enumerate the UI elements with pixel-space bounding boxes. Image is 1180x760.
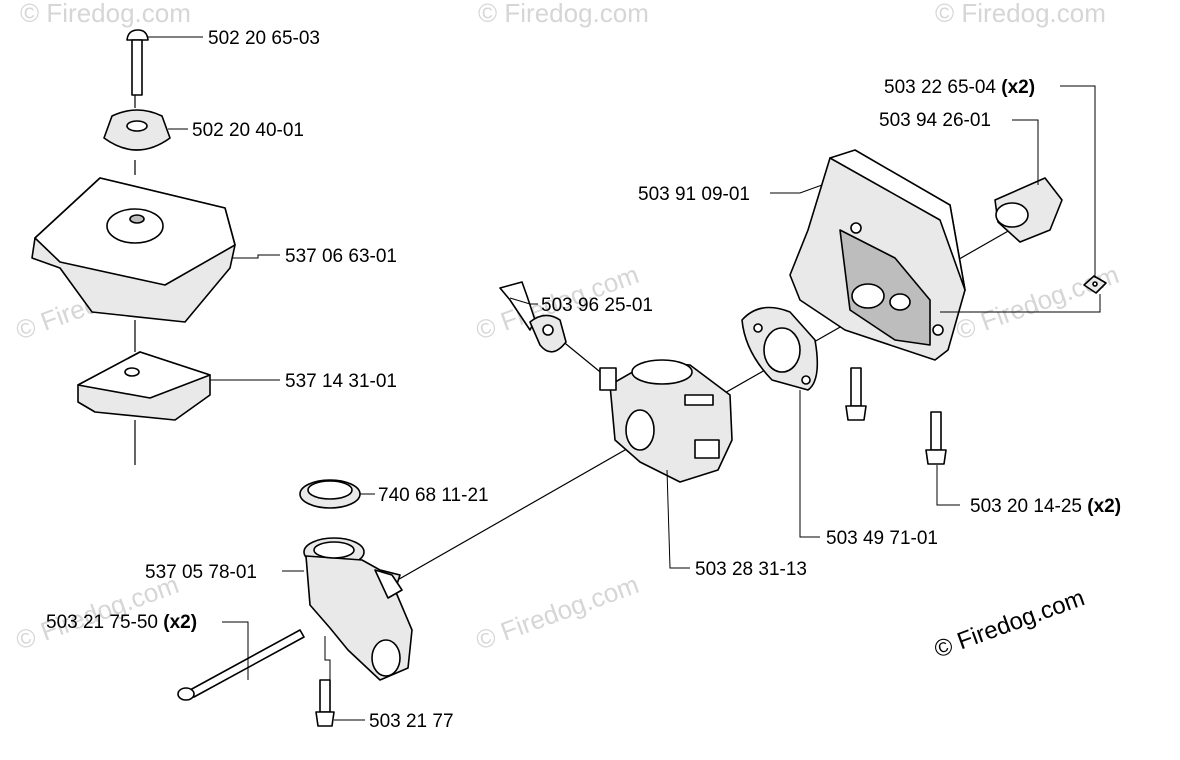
- part-quantity: (x2): [1087, 496, 1121, 517]
- part-number: 537 06 63-01: [285, 246, 397, 267]
- carburetor-icon: [599, 359, 733, 483]
- part-number: 537 05 78-01: [145, 562, 257, 583]
- part-label[interactable]: 740 68 11-21: [378, 485, 489, 506]
- part-number: 502 20 40-01: [192, 120, 304, 141]
- copyright-text: © Firedog.com: [931, 584, 1088, 663]
- part-label[interactable]: 503 91 09-01: [638, 184, 750, 205]
- part-number: 740 68 11-21: [378, 485, 489, 506]
- gasket-icon: [741, 306, 819, 391]
- part-label[interactable]: 537 05 78-01: [145, 562, 257, 583]
- part-label[interactable]: 503 49 71-01: [826, 528, 938, 549]
- part-number: 502 20 65-03: [208, 28, 320, 49]
- knob-nut-icon: [103, 109, 171, 151]
- part-label[interactable]: 502 20 65-03: [208, 28, 320, 49]
- intake-manifold-icon: [303, 537, 413, 681]
- part-label[interactable]: 503 21 77: [369, 711, 454, 732]
- part-number: 503 91 09-01: [638, 184, 750, 205]
- watermark: © Firedog.com: [952, 259, 1123, 346]
- air-filter-housing-icon: [789, 149, 966, 361]
- part-number: 503 22 65-04: [884, 77, 996, 98]
- o-ring-icon: [299, 479, 361, 509]
- watermark: © Firedog.com: [472, 569, 643, 656]
- part-quantity: (x2): [163, 612, 197, 633]
- screw-icon: [126, 29, 149, 96]
- long-bolt-icon: [177, 629, 305, 701]
- part-number: 503 28 31-13: [695, 559, 807, 580]
- part-labels: 502 20 65-03 502 20 40-01 537 06 63-01 5…: [46, 28, 1121, 732]
- leader-lines: [148, 36, 1101, 721]
- watermark-layer: © Firedog.com © Firedog.com © Firedog.co…: [12, 0, 1123, 656]
- part-label[interactable]: 537 06 63-01: [285, 246, 397, 267]
- part-label[interactable]: 502 20 40-01: [192, 120, 304, 141]
- housing-screw-icon: [845, 367, 947, 465]
- part-number: 503 21 75-50: [46, 612, 158, 633]
- part-label[interactable]: 503 94 26-01: [879, 110, 991, 131]
- square-nut-icon: [1083, 275, 1107, 294]
- part-label[interactable]: 503 96 25-01: [541, 295, 653, 316]
- part-number: 503 94 26-01: [879, 110, 991, 131]
- watermark: © Firedog.com: [935, 0, 1106, 28]
- air-filter-cover-icon: [31, 177, 236, 323]
- cable-bracket-icon: [499, 281, 567, 353]
- watermark: © Firedog.com: [478, 0, 649, 28]
- watermark: © Firedog.com: [20, 0, 191, 28]
- short-screw-icon: [315, 679, 335, 727]
- part-label[interactable]: 537 14 31-01: [285, 371, 397, 392]
- part-number: 503 96 25-01: [541, 295, 653, 316]
- part-label[interactable]: 503 22 65-04 (x2): [884, 77, 1035, 98]
- part-number: 503 21 77: [369, 711, 454, 732]
- part-label[interactable]: 503 20 14-25 (x2): [970, 496, 1121, 517]
- part-drawings: [31, 29, 1107, 727]
- part-label[interactable]: 503 21 75-50 (x2): [46, 612, 197, 633]
- filter-pad-icon: [77, 351, 211, 421]
- part-number: 503 49 71-01: [826, 528, 938, 549]
- part-label[interactable]: 503 28 31-13: [695, 559, 807, 580]
- sleeve-icon: [994, 177, 1063, 243]
- part-quantity: (x2): [1001, 77, 1035, 98]
- part-number: 503 20 14-25: [970, 496, 1082, 517]
- part-number: 537 14 31-01: [285, 371, 397, 392]
